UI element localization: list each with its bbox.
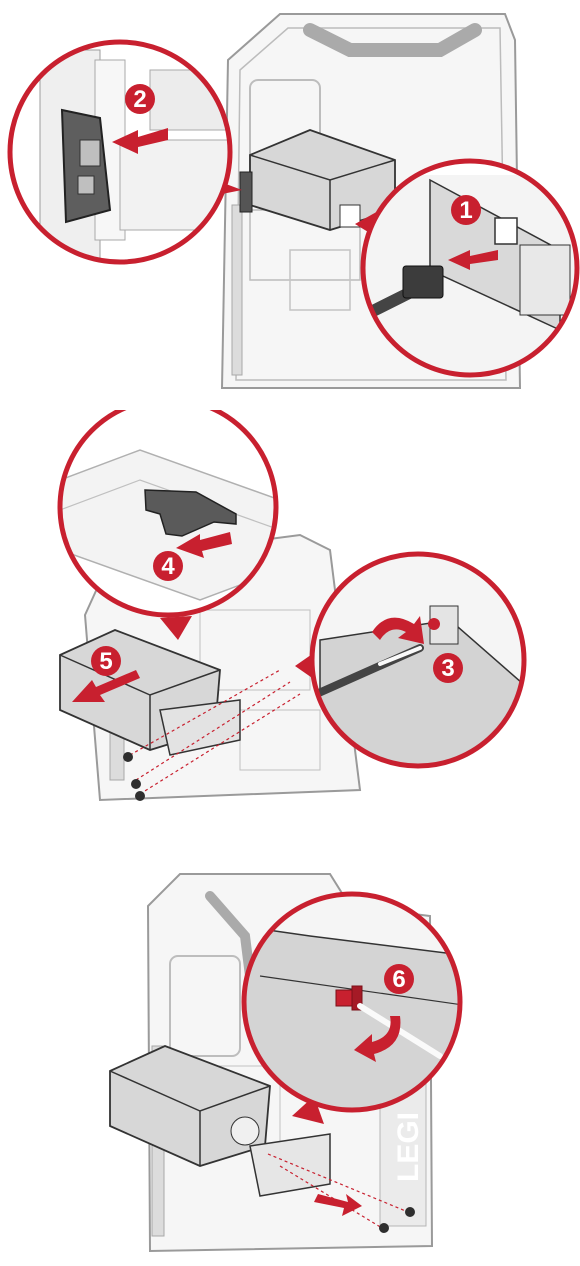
- step-6-label: 6: [392, 966, 405, 993]
- zoom-circle-step-2: 2: [10, 42, 240, 262]
- illustration-panel-2: 5 4 3: [0, 410, 580, 830]
- step-1-label: 1: [459, 197, 472, 224]
- step-2-label: 2: [133, 86, 146, 113]
- power-connector: [403, 266, 443, 298]
- zoom-circle-step-4: 4: [60, 410, 280, 615]
- illustration-panel-3: LEGI 6: [0, 866, 580, 1266]
- step-4-label: 4: [161, 553, 175, 580]
- step-3-label: 3: [441, 655, 454, 682]
- case-brand-label: LEGI: [392, 1112, 425, 1182]
- step-5-label: 5: [99, 648, 112, 675]
- zoom-circle-step-1: 1: [363, 161, 580, 380]
- illustration-panel-1: 2 1: [0, 0, 580, 400]
